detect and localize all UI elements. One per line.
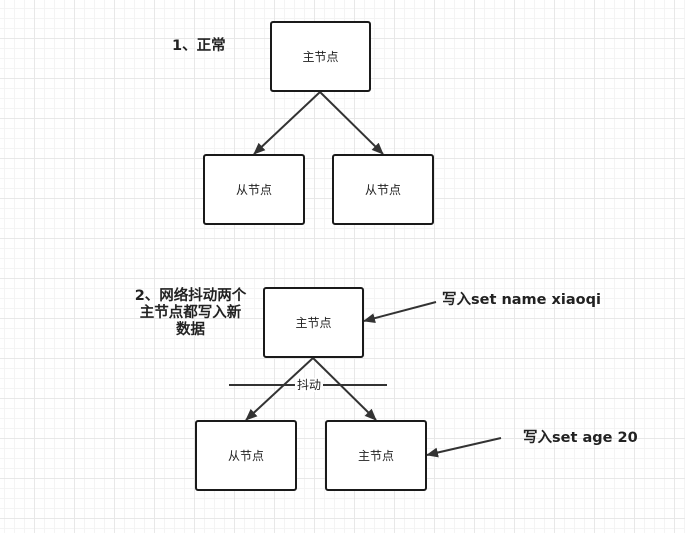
scenario-1-title: 1、正常 xyxy=(172,38,226,54)
master-node-2: 主节点 xyxy=(263,287,364,358)
edge-write-age xyxy=(426,437,502,458)
jitter-label: 抖动 xyxy=(295,378,324,392)
slave-node-left: 从节点 xyxy=(203,154,305,225)
promoted-master-node: 主节点 xyxy=(325,420,427,491)
write-annotation-bottom: 写入set age 20 xyxy=(523,430,638,446)
edge-master-to-slave-2 xyxy=(245,357,314,421)
slave-node-2: 从节点 xyxy=(195,420,297,491)
master-node-1: 主节点 xyxy=(270,21,371,92)
edge-master-to-promoted-master xyxy=(312,357,377,421)
edge-master-to-left-slave xyxy=(253,91,321,155)
write-annotation-top: 写入set name xiaoqi xyxy=(442,292,601,308)
edge-master-to-right-slave xyxy=(319,91,384,155)
edge-write-name xyxy=(363,301,437,324)
scenario-2-title: 2、网络抖动两个主节点都写入新数据 xyxy=(134,288,247,338)
slave-node-right: 从节点 xyxy=(332,154,434,225)
